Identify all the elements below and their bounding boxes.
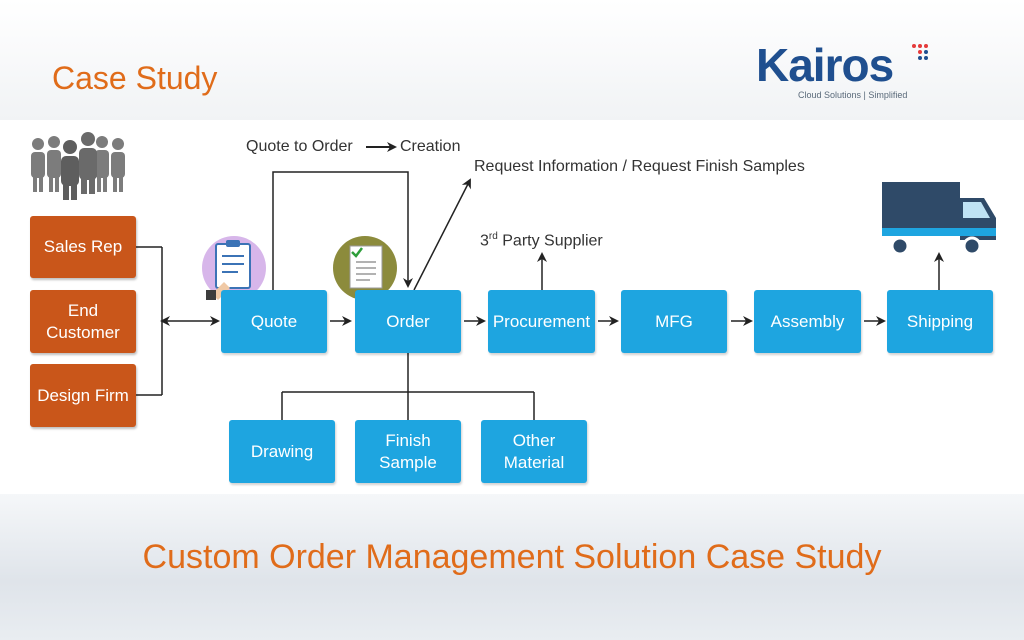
- order-inputs-tree: [281, 353, 535, 420]
- kairos-logo: Kairos Cloud Solutions | Simplified: [756, 40, 936, 104]
- people-group-icon: [31, 132, 125, 200]
- request-arrow: [413, 178, 471, 291]
- header-band: [0, 0, 1024, 120]
- flow-box-quote: Quote: [221, 290, 327, 353]
- input-box-drawing: Drawing: [229, 420, 335, 483]
- flow-box-procurement: Procurement: [488, 290, 595, 353]
- customer-box-end-customer: End Customer: [30, 290, 136, 353]
- creation-label: Creation: [400, 138, 461, 155]
- footer-band: [0, 494, 1024, 640]
- flow-box-shipping: Shipping: [887, 290, 993, 353]
- logo-wordmark: Kairos: [756, 39, 894, 91]
- customer-bracket: [136, 246, 163, 396]
- document-check-icon: [333, 236, 397, 300]
- customer-box-design-firm: Design Firm: [30, 364, 136, 427]
- customer-box-sales-rep: Sales Rep: [30, 216, 136, 278]
- logo-tagline: Cloud Solutions | Simplified: [798, 90, 908, 100]
- supplier-label: 3rd Party Supplier: [480, 231, 603, 250]
- clipboard-icon: [202, 236, 266, 300]
- flow-box-assembly: Assembly: [754, 290, 861, 353]
- quote-order-loop: [272, 171, 413, 290]
- page-title: Case Study: [52, 60, 218, 96]
- flow-box-order: Order: [355, 290, 461, 353]
- quote-to-order-label: Quote to Order: [246, 138, 353, 155]
- footer-title: Custom Order Management Solution Case St…: [142, 538, 882, 576]
- input-box-other-material: Other Material: [481, 420, 587, 483]
- logo-dots-icon: [912, 44, 928, 60]
- request-info-label: Request Information / Request Finish Sam…: [474, 158, 805, 175]
- supplier-superscript: rd: [488, 231, 498, 242]
- flow-box-mfg: MFG: [621, 290, 727, 353]
- delivery-truck-icon: [882, 182, 996, 256]
- supplier-suffix: Party Supplier: [497, 232, 603, 250]
- supplier-prefix: 3: [480, 232, 489, 250]
- input-box-finish-sample: Finish Sample: [355, 420, 461, 483]
